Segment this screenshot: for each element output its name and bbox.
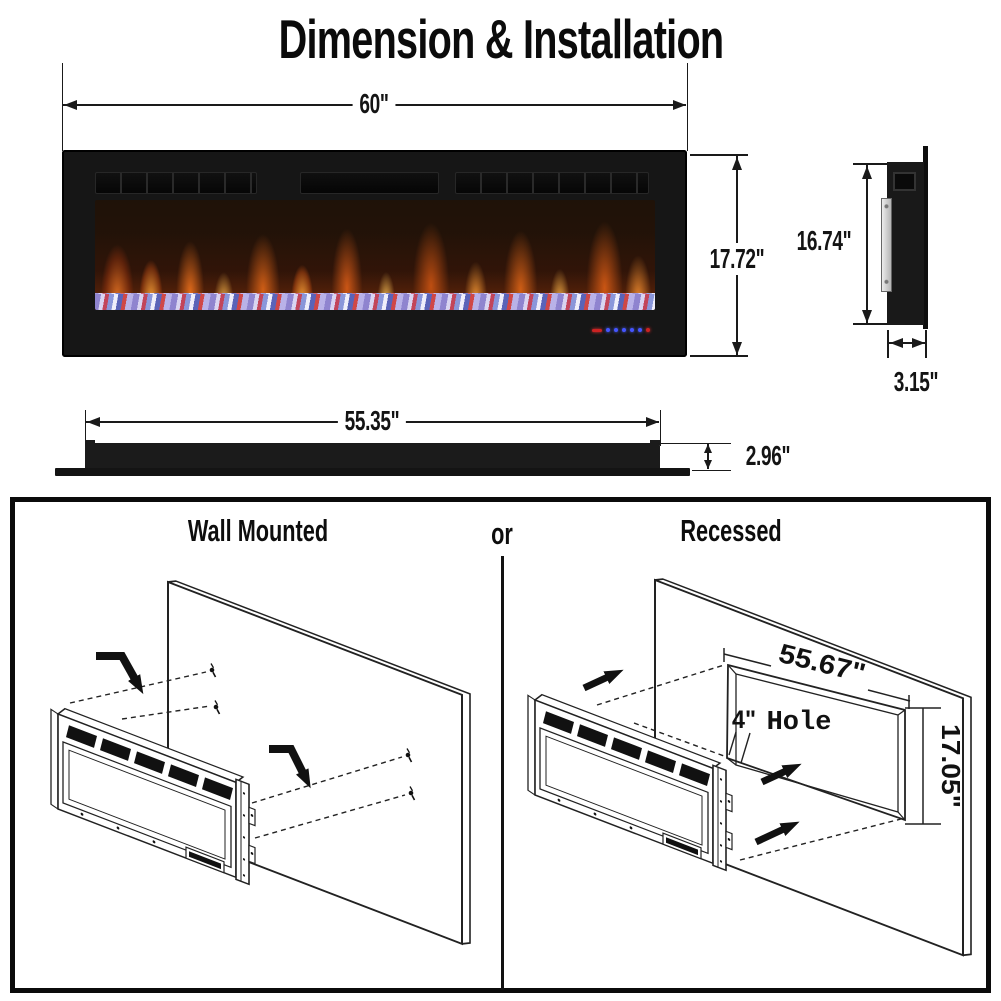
wall-panel (167, 580, 471, 946)
arrowhead-up-icon (704, 444, 712, 453)
extension-line (84, 410, 87, 446)
arrowhead-left-icon (890, 338, 903, 348)
hole-depth-dimension: 4" (728, 706, 756, 764)
power-led-icon (592, 328, 602, 332)
front-width-label: 60" (352, 88, 396, 120)
wall-mounted-title: Wall Mounted (187, 513, 329, 548)
or-label: or (491, 516, 513, 551)
extension-line (853, 323, 905, 325)
extension-line (692, 469, 731, 472)
install-arrow-icon (582, 669, 624, 692)
arrowhead-left-icon (87, 417, 100, 427)
bottom-body (85, 443, 660, 469)
dimension-line (889, 342, 925, 344)
page-title: Dimension & Installation (278, 8, 723, 70)
vent-grille (95, 172, 257, 194)
section-divider (501, 556, 504, 990)
extension-line (690, 154, 748, 156)
arrowhead-down-icon (862, 310, 872, 323)
arrowhead-right-icon (912, 338, 925, 348)
install-arrow-icon (96, 652, 144, 695)
side-depth-label: 3.15" (893, 366, 939, 397)
hole-height-dimension: 17.05" (905, 707, 966, 825)
hole-label: Hole (767, 708, 832, 738)
control-led-icon (614, 328, 618, 332)
wall-hole (726, 663, 906, 822)
arrowhead-right-icon (646, 417, 659, 427)
vent-grille (300, 172, 439, 194)
bottom-height-label: 2.96" (745, 440, 791, 471)
install-arrow-icon (760, 763, 802, 786)
side-height-label: 16.74" (796, 225, 852, 256)
install-arrow-icon (269, 745, 311, 789)
frame-edge (650, 440, 660, 445)
arrowhead-up-icon (732, 157, 742, 170)
frame-edge (85, 440, 95, 445)
control-led-icon (646, 328, 650, 332)
control-led-icon (622, 328, 626, 332)
front-height-label: 17.72" (702, 243, 772, 275)
arrowhead-right-icon (673, 100, 686, 110)
arrowhead-left-icon (64, 100, 77, 110)
hole-depth-label: 4" (732, 706, 756, 734)
vent-grille (455, 172, 649, 194)
wall-mounted-diagram (50, 580, 471, 946)
fireplace-front-view (62, 150, 687, 357)
extension-line (887, 330, 889, 358)
extension-line (61, 63, 64, 151)
arrowhead-up-icon (862, 166, 872, 179)
extension-line (659, 410, 662, 446)
extension-line (853, 163, 905, 165)
mounting-bracket (881, 198, 892, 292)
control-led-icon (606, 328, 610, 332)
recessed-title: Recessed (680, 513, 782, 548)
alignment-dashed-lines (596, 664, 902, 861)
side-vent-detail (893, 172, 916, 191)
flame-display-window (95, 200, 655, 310)
hole-height-label: 17.05" (936, 724, 966, 808)
extension-line (690, 355, 748, 357)
dimension-line (707, 444, 709, 469)
arrowhead-down-icon (704, 460, 712, 469)
install-arrow-icon (754, 821, 800, 846)
recessed-diagram: 55.67" Hole 4" 17.05" (527, 578, 972, 957)
extension-line (686, 63, 689, 151)
control-led-icon (638, 328, 642, 332)
control-panel-leds (592, 326, 662, 334)
bottom-flange (55, 468, 690, 476)
alignment-dashed-lines (69, 671, 406, 839)
dimension-line (866, 165, 868, 323)
control-led-icon (630, 328, 634, 332)
front-frame-lip (923, 146, 928, 329)
bottom-width-label: 55.35" (337, 405, 407, 437)
arrowhead-down-icon (732, 342, 742, 355)
extension-line (661, 442, 731, 445)
extension-line (925, 330, 927, 358)
crystal-ember-bed (95, 293, 655, 310)
